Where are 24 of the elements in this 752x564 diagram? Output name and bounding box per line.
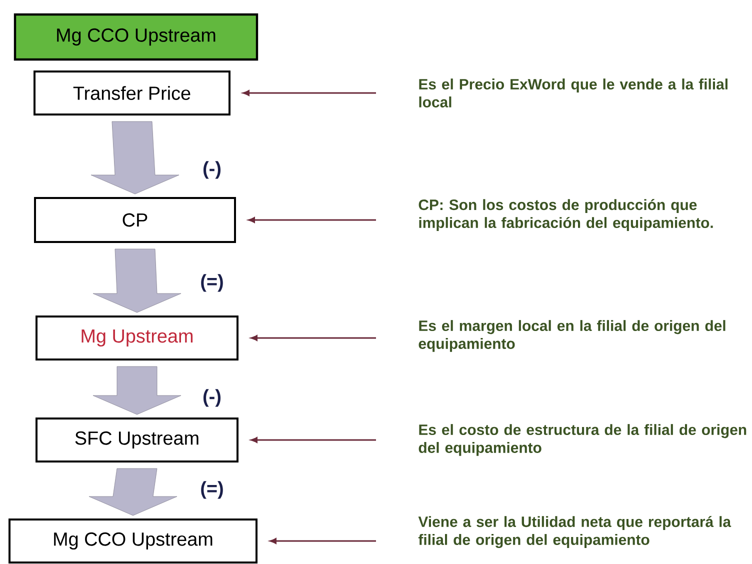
- process-box: CP: [34, 197, 236, 243]
- process-box: SFC Upstream: [36, 418, 238, 462]
- edge-label: (-): [204, 389, 221, 407]
- process-box: Transfer Price: [34, 70, 230, 116]
- block-arrow: [90, 121, 180, 194]
- block-arrow: [88, 468, 178, 516]
- arrow: [250, 335, 376, 341]
- note-text: Es el Precio ExWord que le vende a la filial local: [419, 78, 728, 108]
- arrow: [242, 90, 376, 96]
- note-text: Es el margen local en la filial de origen del equipamiento: [418, 320, 726, 352]
- note-text: Es el costo de estructura de la filial de origen del equipamiento: [418, 424, 746, 456]
- edge-label: (=): [201, 481, 223, 499]
- block-arrow: [92, 248, 182, 313]
- note-text: Viene a ser la Utilidad neta que reportará la filial de origen del equipamiento: [418, 516, 732, 548]
- edge-label: (-): [204, 161, 221, 179]
- arrow: [270, 538, 376, 544]
- process-box: Mg CCO Upstream: [14, 13, 258, 61]
- process-box: Mg CCO Upstream: [8, 518, 258, 564]
- edge-label: (=): [201, 274, 223, 292]
- arrow: [250, 437, 376, 443]
- note-text: CP: Son los costos de producción que implican la fabricación del equipamiento.: [418, 199, 713, 231]
- process-box: Mg Upstream: [36, 316, 238, 360]
- arrow: [248, 217, 376, 223]
- block-arrow: [92, 366, 182, 415]
